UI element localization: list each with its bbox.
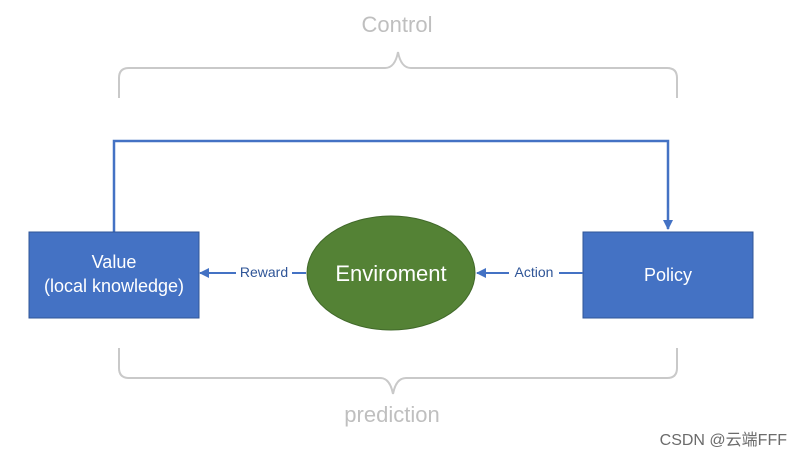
- reward-label-bg: [236, 263, 292, 281]
- action-label: Action: [515, 264, 554, 280]
- environment-ellipse: [306, 215, 476, 331]
- action-label-bg: [509, 263, 559, 281]
- reward-label: Reward: [240, 264, 288, 280]
- control-label: Control: [362, 12, 433, 37]
- prediction-brace: [118, 348, 678, 395]
- value-to-policy-arrow: [112, 139, 673, 232]
- environment-label: Enviroment: [335, 261, 446, 286]
- policy-box: [582, 231, 754, 319]
- control-brace: [118, 51, 678, 98]
- policy-label: Policy: [644, 265, 692, 285]
- prediction-label: prediction: [344, 402, 439, 427]
- watermark-text: CSDN @云端FFF: [660, 431, 788, 449]
- value-sublabel: (local knowledge): [44, 276, 184, 296]
- value-box: [28, 231, 200, 319]
- value-label: Value: [92, 252, 137, 272]
